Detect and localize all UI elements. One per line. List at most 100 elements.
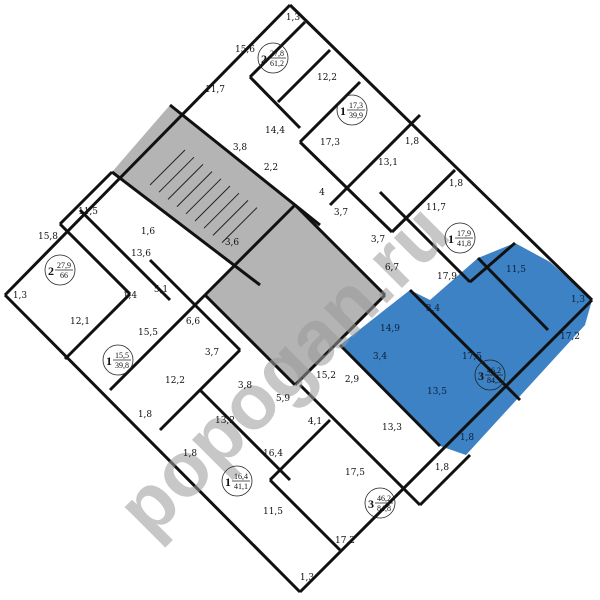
wall	[148, 258, 242, 352]
room-area-label: 17,3	[320, 138, 340, 148]
apartment-living-area: 17,3	[349, 101, 363, 110]
room-area-label: 3,7	[334, 208, 349, 218]
room-area-label: 11,5	[506, 265, 526, 275]
room-area-label: 13,3	[382, 423, 402, 433]
apartment-room-count: 3	[478, 369, 484, 383]
wall	[469, 241, 516, 284]
room-area-label: 3,7	[371, 235, 386, 245]
badge-circle	[221, 465, 253, 497]
room-area-label: 6,6	[186, 317, 201, 327]
room-area-label: 11,7	[426, 203, 446, 213]
wall	[248, 75, 302, 130]
wall	[58, 222, 132, 296]
wall	[338, 343, 442, 448]
room-area-label: 2,2	[264, 163, 278, 173]
room-area-labels: 1,3 15,6 12,2 11,7 14,4 17,3 3,8 2,2 13,1 1,8 1,8 4…	[13, 13, 586, 583]
apartment-total-area: 39,8	[115, 361, 129, 370]
room-area-label: 17,5	[462, 352, 482, 362]
room-area-label: 11,5	[263, 507, 283, 517]
apartment-living-area: 27,8	[270, 49, 284, 58]
room-area-label: 3,6	[225, 238, 240, 248]
wall	[418, 453, 472, 507]
room-area-label: 1,8	[183, 449, 198, 459]
room-area-label: 13,6	[131, 249, 151, 259]
room-area-label: 1,8	[435, 463, 450, 473]
highlighted-apartment[interactable]	[340, 243, 592, 455]
room-area-label: 16,4	[263, 449, 283, 459]
room-area-label: 11,5	[78, 207, 98, 217]
room-area-label: 15,2	[316, 371, 336, 381]
room-area-label: 14,9	[380, 324, 400, 334]
room-area-label: 12,1	[70, 317, 90, 327]
room-area-label: 3,4	[426, 304, 441, 314]
wall	[293, 293, 387, 387]
wall	[378, 190, 472, 284]
room-area-label: 12,2	[317, 73, 337, 83]
wall	[108, 293, 207, 392]
wall	[293, 203, 387, 297]
room-area-label: 13,5	[427, 387, 447, 397]
badge-circle	[102, 344, 134, 376]
apartment-room-count: 2	[261, 52, 267, 66]
room-area-label: 17,2	[560, 332, 580, 342]
wall	[78, 208, 172, 302]
stairwell-corridor	[112, 105, 320, 285]
room-area-label: 17,2	[335, 536, 355, 546]
wall	[298, 383, 422, 507]
room-area-label: 17,9	[437, 272, 457, 282]
room-area-label: 14,4	[265, 126, 285, 136]
apartment-total-area: 41,8	[457, 239, 471, 248]
apartment-total-area: 41,1	[234, 482, 248, 491]
room-area-label: 1,8	[460, 433, 475, 443]
wall	[288, 3, 594, 302]
apartment-living-area: 27,9	[57, 261, 71, 270]
apartment-total-area: 84,5	[487, 376, 501, 385]
stair-step	[203, 192, 240, 229]
room-area-label: 6,7	[385, 263, 400, 273]
wall	[298, 80, 362, 144]
apartment-room-count: 3	[368, 497, 374, 511]
room-area-label: 15,6	[235, 45, 255, 55]
apartment-total-area: 66	[60, 271, 68, 280]
badge-circle	[257, 42, 289, 74]
room-area-label: 5,9	[276, 394, 291, 404]
wall	[476, 256, 550, 332]
room-area-label: 3,8	[233, 143, 248, 153]
badge-circle	[474, 359, 506, 391]
room-area-label: 17,5	[345, 468, 365, 478]
wall	[390, 168, 457, 234]
room-area-label: 3,7	[205, 348, 220, 358]
stair-step	[194, 185, 231, 222]
room-area-label: 15,5	[138, 328, 158, 338]
room-area-label: 1,8	[138, 410, 153, 420]
stair-step	[185, 178, 222, 215]
room-area-label: 1,3	[286, 13, 301, 23]
room-area-label: 15,8	[38, 232, 58, 242]
room-area-label: 4	[319, 188, 325, 198]
wall	[63, 292, 132, 361]
room-area-label: 13,1	[378, 158, 398, 168]
room-area-label: 1,3	[571, 295, 586, 305]
room-area-label: 1,8	[449, 179, 464, 189]
room-area-label: 12,2	[165, 376, 185, 386]
wall	[203, 203, 297, 297]
room-area-label: 1,4	[123, 291, 138, 301]
badge-circle	[44, 254, 76, 286]
apartment-room-count: 1	[448, 232, 454, 246]
stair-step	[212, 200, 249, 236]
apartment-living-area: 15,5	[115, 351, 129, 360]
room-area-label: 13,2	[215, 416, 235, 426]
apartment-room-count: 2	[48, 264, 54, 278]
wall	[328, 113, 422, 207]
badge-circle	[364, 487, 396, 519]
